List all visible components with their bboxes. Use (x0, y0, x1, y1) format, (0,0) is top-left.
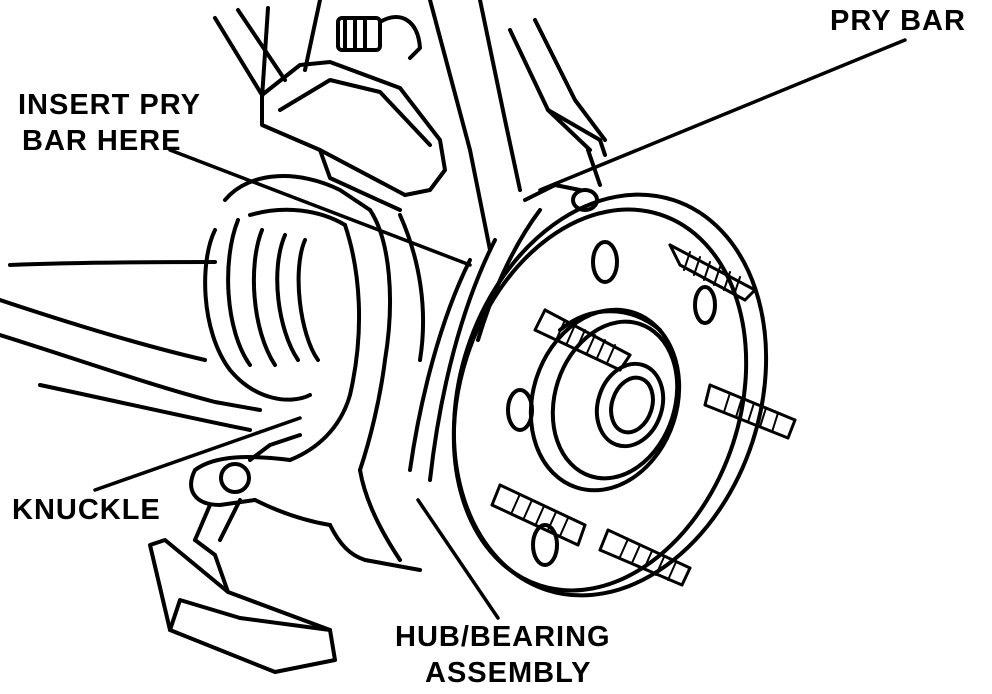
leader-hub-bearing (416, 498, 500, 620)
label-hub-bearing-line2: ASSEMBLY (425, 657, 592, 689)
leader-insert-pry-bar (168, 148, 472, 267)
leader-lines (93, 38, 907, 620)
label-insert-pry-line1: INSERT PRY (18, 89, 201, 121)
label-pry-bar: PRY BAR (830, 5, 966, 37)
label-hub-bearing-line1: HUB/BEARING (395, 621, 611, 653)
lower-bar (148, 538, 337, 674)
upper-bracket (260, 60, 447, 212)
axle-boot (0, 174, 372, 432)
strut-upper (213, 0, 607, 252)
wheel-studs (490, 243, 797, 587)
knuckle-body (189, 208, 426, 572)
label-knuckle: KNUCKLE (12, 494, 161, 526)
leader-knuckle (93, 416, 302, 492)
stud-threads (511, 251, 779, 581)
hub-center (528, 307, 682, 493)
leader-pry-bar (538, 38, 907, 192)
hub-flange (408, 183, 769, 598)
top-bolt (336, 15, 422, 60)
label-insert-pry-line2: BAR HERE (22, 125, 182, 157)
flange-holes (506, 188, 717, 567)
